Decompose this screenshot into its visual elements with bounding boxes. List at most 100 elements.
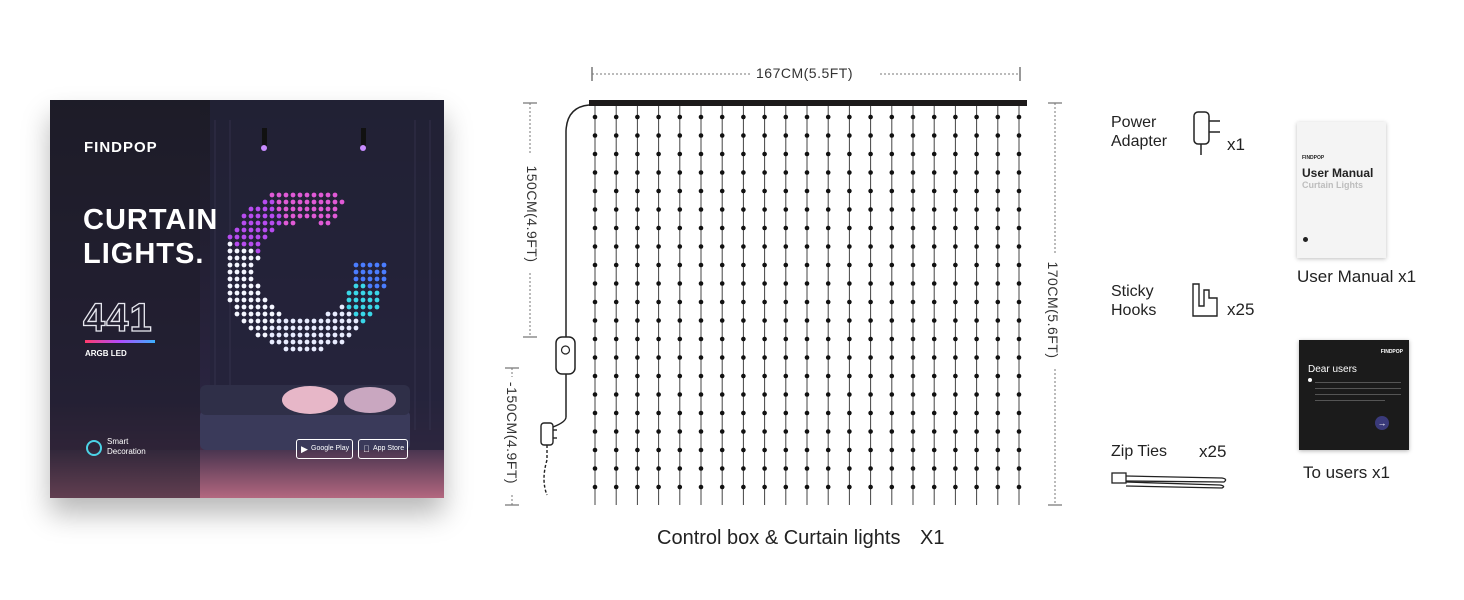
- led-ring-dot: [262, 234, 268, 240]
- led-bead: [677, 336, 683, 342]
- led-bead: [592, 410, 598, 416]
- led-ring-dot: [262, 297, 268, 303]
- manual-subtitle: Curtain Lights: [1302, 180, 1363, 190]
- led-bead: [825, 429, 831, 434]
- led-ring-dot: [360, 318, 366, 324]
- led-ring-dot: [367, 269, 373, 275]
- led-ring-dot: [283, 199, 289, 205]
- led-bead: [741, 484, 746, 490]
- curtain-diagram: [505, 67, 1062, 506]
- led-bead: [783, 262, 789, 268]
- led-bead: [656, 133, 661, 138]
- led-ring-dot: [255, 283, 261, 289]
- led-ring-dot: [255, 304, 261, 310]
- led-ring-dot: [255, 255, 261, 261]
- led-ring-dot: [234, 311, 240, 317]
- led-bead: [592, 114, 598, 120]
- led-bead: [953, 207, 958, 212]
- led-bead: [698, 336, 704, 342]
- led-bead: [804, 466, 810, 471]
- led-ring-dot: [269, 192, 275, 198]
- led-bead: [995, 225, 1001, 231]
- led-bead: [995, 244, 1001, 249]
- led-bead: [804, 299, 810, 305]
- led-ring-dot: [276, 199, 282, 205]
- to-users-caption: To users x1: [1303, 463, 1390, 482]
- led-ring-dot: [234, 248, 240, 254]
- led-bead: [783, 336, 789, 342]
- led-ring-dot: [248, 276, 254, 282]
- power-adapter-qty: x1: [1227, 135, 1245, 154]
- led-bead: [825, 151, 831, 157]
- led-bead: [719, 484, 725, 490]
- led-ring-dot: [346, 318, 352, 324]
- led-ring-dot: [241, 311, 247, 317]
- led-bead: [762, 373, 767, 379]
- led-ring-dot: [248, 206, 254, 212]
- led-bead: [953, 392, 958, 397]
- led-ring-dot: [353, 304, 359, 310]
- led-bead: [889, 447, 895, 453]
- led-bead: [931, 392, 937, 397]
- led-bead: [953, 355, 958, 360]
- led-bead: [825, 392, 831, 397]
- led-ring-dot: [241, 276, 247, 282]
- led-bead: [783, 410, 789, 416]
- led-bead: [931, 133, 937, 138]
- led-ring-dot: [297, 192, 303, 198]
- led-bead: [953, 410, 958, 416]
- led-ring-dot: [262, 199, 268, 205]
- led-bead: [910, 318, 916, 323]
- led-bead: [698, 373, 704, 379]
- led-bead: [677, 299, 683, 305]
- led-bead: [953, 133, 958, 138]
- box-scene-image: [50, 100, 444, 498]
- led-ring-dot: [262, 311, 268, 317]
- led-ring-dot: [234, 234, 240, 240]
- led-bead: [783, 318, 789, 323]
- led-bead: [974, 170, 979, 175]
- led-bead: [698, 188, 704, 194]
- led-bead: [931, 355, 937, 360]
- led-bead: [931, 466, 937, 471]
- led-bead: [910, 392, 916, 397]
- led-ring-dot: [248, 213, 254, 219]
- led-bead: [635, 318, 640, 323]
- led-ring-dot: [297, 346, 303, 352]
- led-bead: [995, 207, 1001, 212]
- led-bead: [974, 151, 979, 157]
- led-ring-dot: [346, 304, 352, 310]
- led-bead: [910, 114, 916, 120]
- led-ring-dot: [346, 297, 352, 303]
- led-bead: [931, 225, 937, 231]
- led-bead: [592, 318, 598, 323]
- led-bead: [635, 207, 640, 212]
- led-bead: [635, 188, 640, 194]
- led-bead: [677, 318, 683, 323]
- led-ring-dot: [248, 220, 254, 226]
- led-bead: [825, 336, 831, 342]
- led-ring-dot: [241, 269, 247, 275]
- led-bead: [741, 262, 746, 268]
- led-ring-dot: [241, 220, 247, 226]
- led-bead: [804, 318, 810, 323]
- led-ring-dot: [283, 318, 289, 324]
- led-bead: [953, 244, 958, 249]
- led-ring-dot: [248, 325, 254, 331]
- led-ring-dot: [304, 346, 310, 352]
- led-ring-dot: [381, 269, 387, 275]
- led-ring-dot: [339, 311, 345, 317]
- led-bead: [762, 392, 767, 397]
- led-bead: [635, 484, 640, 490]
- led-ring-dot: [290, 346, 296, 352]
- led-ring-dot: [311, 325, 317, 331]
- box-title: CURTAIN LIGHTS.: [83, 203, 218, 271]
- led-bead: [762, 336, 767, 342]
- manual-brand: FINDPOP: [1302, 155, 1325, 161]
- led-bead: [783, 151, 789, 157]
- led-bead: [974, 114, 979, 120]
- led-bead: [613, 244, 619, 249]
- led-bead: [995, 133, 1001, 138]
- led-ring-dot: [241, 234, 247, 240]
- led-bead: [847, 151, 852, 157]
